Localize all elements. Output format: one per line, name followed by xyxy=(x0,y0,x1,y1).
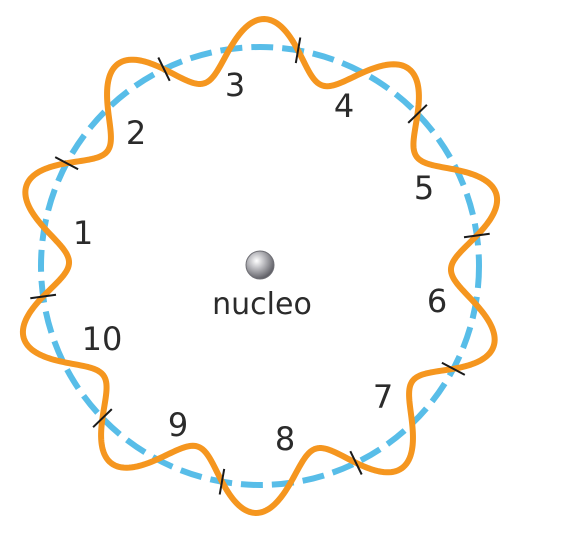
segment-label-9: 9 xyxy=(168,406,188,444)
segment-label-4: 4 xyxy=(334,87,354,125)
node-tick xyxy=(218,468,226,495)
node-tick xyxy=(349,450,363,475)
node-tick xyxy=(294,37,302,64)
segment-label-2: 2 xyxy=(126,114,146,152)
segment-label-6: 6 xyxy=(427,282,447,320)
segment-label-10: 10 xyxy=(82,320,123,358)
segment-label-1: 1 xyxy=(73,214,93,252)
segment-labels: 1 2 3 4 5 6 7 8 9 10 xyxy=(73,66,447,458)
node-tick xyxy=(463,232,490,239)
node-tick xyxy=(157,57,171,82)
node-ticks xyxy=(30,37,490,495)
segment-label-8: 8 xyxy=(275,420,295,458)
nucleus xyxy=(245,250,275,280)
orbit-circle xyxy=(38,44,482,488)
nucleus-label: nucleo xyxy=(212,287,312,322)
segment-label-5: 5 xyxy=(414,169,434,207)
node-tick xyxy=(92,408,113,428)
node-tick xyxy=(30,293,57,300)
node-tick xyxy=(54,156,79,171)
node-tick xyxy=(407,104,428,124)
standing-wave xyxy=(19,16,501,516)
node-tick xyxy=(441,361,466,376)
segment-label-3: 3 xyxy=(225,66,245,104)
segment-label-7: 7 xyxy=(373,378,393,416)
